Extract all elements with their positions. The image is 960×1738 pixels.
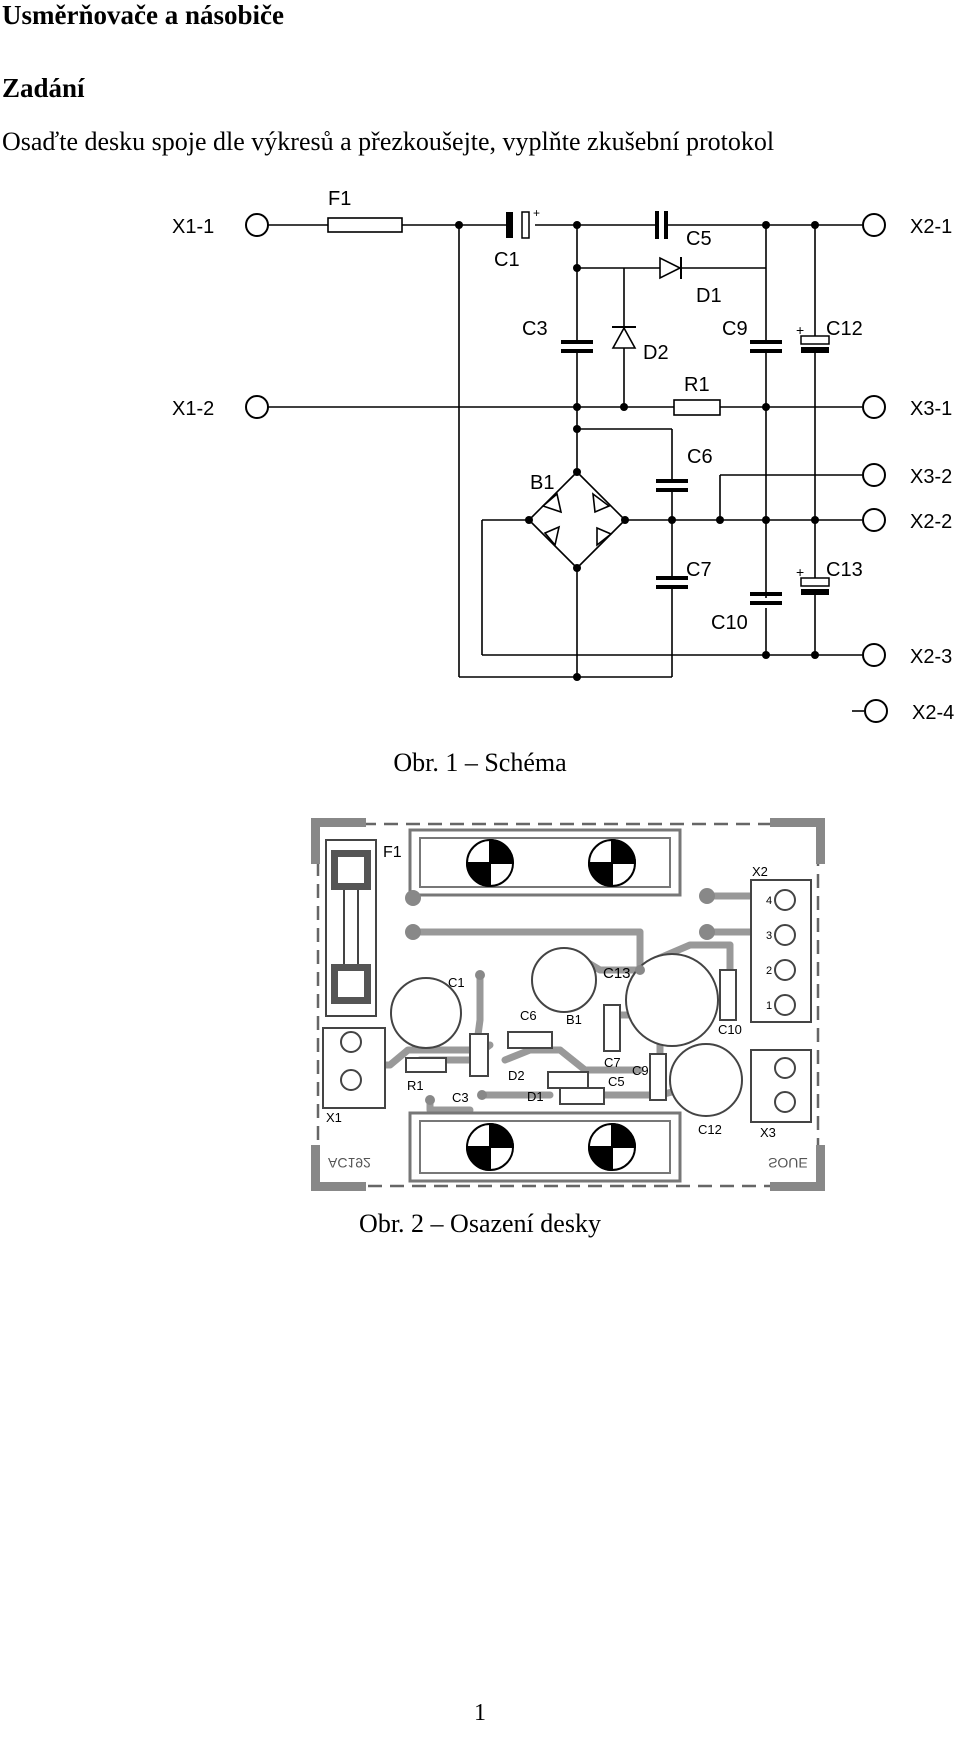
label-x2-2: X2-2 [910, 511, 952, 533]
terminal-x2-4 [864, 699, 888, 723]
label-c9: C9 [722, 318, 748, 340]
label-d1: D1 [696, 285, 722, 307]
figure-1-caption: Obr. 1 – Schéma [393, 748, 567, 777]
pcb-pin-4: 4 [766, 895, 772, 907]
pcb-label-x3: X3 [760, 1125, 776, 1140]
label-c7: C7 [686, 559, 712, 581]
label-r1: R1 [684, 374, 710, 396]
pcb-label-c1: C1 [448, 975, 465, 990]
label-x3-1: X3-1 [910, 398, 952, 420]
schematic-diagram: + + + [172, 188, 954, 724]
label-c3: C3 [522, 318, 548, 340]
pcb-label-c10: C10 [718, 1022, 742, 1037]
terminal-x3-2 [862, 463, 886, 487]
pcb-label-r1: R1 [407, 1078, 424, 1093]
pcb-label-c7: C7 [604, 1055, 621, 1070]
terminal-x2-1 [862, 213, 886, 237]
label-c6: C6 [687, 446, 713, 468]
pcb-label-c6: C6 [520, 1008, 537, 1023]
label-d2: D2 [643, 342, 669, 364]
pcb-label-x2: X2 [752, 864, 768, 879]
terminal-x2-3 [862, 643, 886, 667]
pcb-mirrored-logo: SOUE [768, 1155, 808, 1171]
pcb-label-c5: C5 [608, 1074, 625, 1089]
pcb-label-f1: F1 [383, 844, 402, 861]
pcb-label-b1: B1 [566, 1012, 582, 1027]
label-c12: C12 [826, 318, 863, 340]
label-c1: C1 [494, 249, 520, 271]
label-x2-3: X2-3 [910, 646, 952, 668]
label-c13: C13 [826, 559, 863, 581]
svg-text:+: + [796, 322, 804, 338]
terminal-x1-1 [245, 213, 269, 237]
pcb-label-c13: C13 [603, 965, 631, 982]
pcb-label-d2: D2 [508, 1068, 525, 1083]
pcb-label-c9: C9 [632, 1063, 649, 1078]
label-f1: F1 [328, 188, 351, 210]
pcb-label-c3: C3 [452, 1090, 469, 1105]
page-number: 1 [474, 1700, 486, 1726]
svg-text:+: + [796, 564, 804, 580]
terminal-x1-2 [245, 395, 269, 419]
instruction-text: Osaďte desku spoje dle výkresů a přezkou… [2, 127, 775, 156]
label-x1-2: X1-2 [172, 398, 214, 420]
label-x1-1: X1-1 [172, 216, 214, 238]
svg-text:+: + [533, 206, 540, 220]
terminal-x3-1 [862, 395, 886, 419]
label-c5: C5 [686, 228, 712, 250]
pcb-pin-1: 1 [766, 1000, 772, 1012]
terminal-x2-2 [862, 508, 886, 532]
pcb-mirrored-code: AC192 [328, 1155, 371, 1171]
label-b1: B1 [530, 472, 554, 494]
pcb-layout-diagram: F1 X2 C1 C13 C6 B1 C7 C10 C9 C5 D2 D1 R1… [311, 818, 825, 1191]
pcb-pin-3: 3 [766, 930, 772, 942]
pcb-label-d1: D1 [527, 1089, 544, 1104]
figure-2-caption: Obr. 2 – Osazení desky [359, 1209, 601, 1238]
label-x3-2: X3-2 [910, 466, 952, 488]
label-x2-1: X2-1 [910, 216, 952, 238]
label-c10: C10 [711, 612, 748, 634]
pcb-label-x1: X1 [326, 1110, 342, 1125]
label-x2-4: X2-4 [912, 702, 954, 724]
section-heading: Zadání [2, 73, 85, 103]
pcb-label-c12: C12 [698, 1122, 722, 1137]
pcb-pin-2: 2 [766, 965, 772, 977]
page-title: Usměrňovače a násobiče [2, 0, 284, 30]
